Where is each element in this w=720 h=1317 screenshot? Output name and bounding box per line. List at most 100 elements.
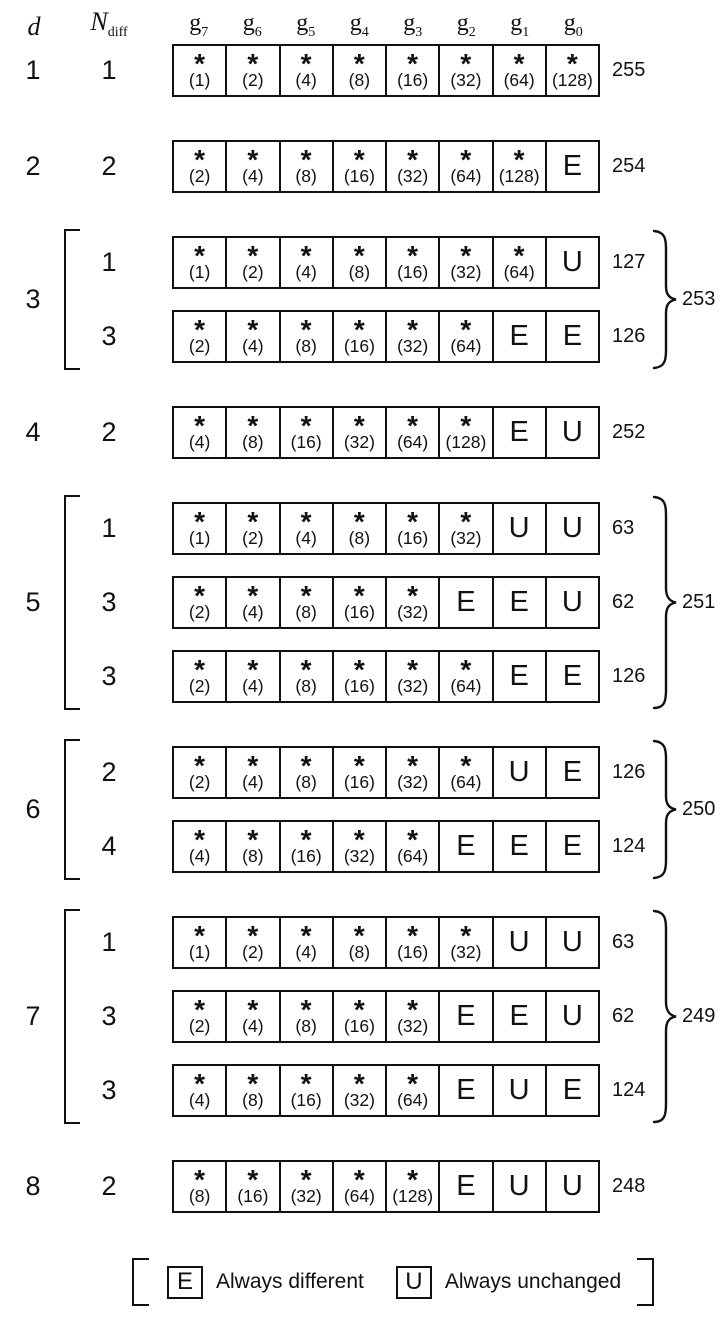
bit-cell: *(4) xyxy=(227,652,281,701)
bit-cell: *(8) xyxy=(281,748,334,797)
row-decimal-value: 126 xyxy=(612,761,646,783)
bit-cell: *(64) xyxy=(440,142,494,191)
bit-row: *(2) *(4) *(8) *(16) *(32) E E U xyxy=(172,990,600,1043)
bit-cell: *(16) xyxy=(334,652,387,701)
asterisk-icon: * xyxy=(566,48,578,79)
ndiff-value: 3 xyxy=(101,661,117,691)
bit-weight: (128) xyxy=(551,70,593,90)
asterisk-icon: * xyxy=(194,654,206,685)
bit-cell: *(64) xyxy=(494,46,547,95)
row-decimal-value: 63 xyxy=(612,517,635,539)
asterisk-icon: * xyxy=(247,994,259,1025)
bit-weight: (4) xyxy=(242,166,264,186)
ndiff-value: 2 xyxy=(101,1171,117,1201)
ndiff-column-header: Ndiff xyxy=(90,8,127,40)
asterisk-icon: * xyxy=(353,506,365,537)
asterisk-icon: * xyxy=(460,506,472,537)
group-brace-icon xyxy=(652,739,677,880)
asterisk-icon: * xyxy=(407,144,419,175)
bit-cell: *(8) xyxy=(227,1066,281,1115)
bit-weight: (64) xyxy=(450,772,482,792)
bit-weight: (16) xyxy=(343,772,375,792)
bit-cell: *(4) xyxy=(174,822,228,871)
asterisk-icon: * xyxy=(300,410,312,441)
legend-left-bracket xyxy=(132,1258,149,1306)
g1-header: g1 xyxy=(510,10,530,40)
asterisk-icon: * xyxy=(353,410,365,441)
bit-row: *(2) *(4) *(8) *(16) *(32) *(64) *(128) … xyxy=(172,140,600,193)
bit-cell: U xyxy=(547,408,598,457)
bit-weight: (32) xyxy=(397,336,429,356)
d-value: 7 xyxy=(25,1001,41,1031)
bit-weight: (16) xyxy=(343,166,375,186)
legend-right-bracket xyxy=(637,1258,655,1306)
bit-state-letter: E xyxy=(509,830,529,862)
bit-weight: (1) xyxy=(188,262,211,282)
asterisk-icon: * xyxy=(300,240,312,271)
d-value: 8 xyxy=(25,1171,41,1201)
bit-weight: (32) xyxy=(450,70,482,90)
bit-state-letter: E xyxy=(562,756,583,788)
bit-cell: E xyxy=(494,652,547,701)
asterisk-icon: * xyxy=(300,824,312,855)
bit-weight: (4) xyxy=(188,1090,211,1110)
g3-header: g3 xyxy=(403,10,423,40)
asterisk-icon: * xyxy=(407,824,419,855)
asterisk-icon: * xyxy=(194,314,206,345)
asterisk-icon: * xyxy=(247,920,259,951)
bit-cell: *(64) xyxy=(440,652,494,701)
asterisk-icon: * xyxy=(407,920,419,951)
bit-weight: (2) xyxy=(242,528,264,548)
bit-weight: (32) xyxy=(343,846,375,866)
bit-cell: E xyxy=(494,992,547,1041)
bit-weight: (128) xyxy=(445,432,487,452)
bit-weight: (2) xyxy=(242,70,264,90)
group-brace-icon xyxy=(652,229,677,370)
row-decimal-value: 126 xyxy=(612,325,646,347)
bit-cell: *(32) xyxy=(281,1162,334,1211)
group-d8: 8 2 *(8) *(16) *(32) *(64) *(128) E U U … xyxy=(0,1160,720,1213)
g0-header: g0 xyxy=(563,10,583,40)
d-value: 2 xyxy=(25,151,41,181)
bit-state-letter: E xyxy=(509,660,529,692)
bit-cell: *(64) xyxy=(440,748,494,797)
asterisk-icon: * xyxy=(513,240,525,271)
bit-cell: E xyxy=(440,578,494,627)
asterisk-icon: * xyxy=(247,580,259,611)
bit-weight: (32) xyxy=(397,1016,429,1036)
bit-cell: *(8) xyxy=(227,822,281,871)
d-value: 3 xyxy=(25,284,41,314)
bit-weight: (32) xyxy=(397,602,429,622)
bit-cell: *(16) xyxy=(387,504,441,553)
asterisk-icon: * xyxy=(194,750,206,781)
asterisk-icon: * xyxy=(353,920,365,951)
bit-row: *(4) *(8) *(16) *(32) *(64) E U E xyxy=(172,1064,600,1117)
bit-cell: *(32) xyxy=(387,578,441,627)
bit-state-letter: U xyxy=(508,512,530,544)
bit-cell: *(128) xyxy=(494,142,547,191)
group-d1: 1 1 *(1) *(2) *(4) *(8) *(16) *(32) *(64… xyxy=(0,44,720,97)
bit-weight: (64) xyxy=(397,846,429,866)
bit-state-letter: E xyxy=(456,1000,476,1032)
asterisk-icon: * xyxy=(300,144,312,175)
group-brace-icon xyxy=(652,909,677,1124)
bit-weight: (64) xyxy=(343,1186,375,1206)
asterisk-icon: * xyxy=(407,240,419,271)
asterisk-icon: * xyxy=(460,144,472,175)
asterisk-icon: * xyxy=(194,48,206,79)
bit-cell: *(4) xyxy=(281,238,334,287)
bit-cell: *(64) xyxy=(494,238,547,287)
bit-state-letter: E xyxy=(509,1000,529,1032)
asterisk-icon: * xyxy=(194,410,206,441)
bit-cell: *(32) xyxy=(334,1066,387,1115)
row-decimal-value: 63 xyxy=(612,931,635,953)
bit-weight: (4) xyxy=(295,942,317,962)
bit-weight: (8) xyxy=(348,70,371,90)
asterisk-icon: * xyxy=(300,506,312,537)
bit-weight: (16) xyxy=(237,1186,269,1206)
bit-state-letter: E xyxy=(509,320,529,352)
bit-cell: *(2) xyxy=(174,142,228,191)
bit-weight: (16) xyxy=(397,262,429,282)
bit-weight: (16) xyxy=(343,676,375,696)
